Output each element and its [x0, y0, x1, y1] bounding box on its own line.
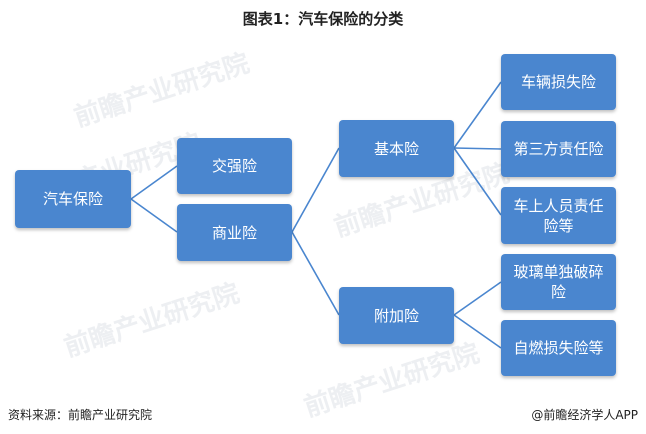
node-label: 商业险 [211, 223, 257, 242]
connector-line [291, 147, 340, 233]
node-label: 附加险 [373, 306, 419, 325]
node-label: 交强险 [211, 157, 257, 175]
connector-line [453, 281, 502, 316]
node-label: 玻璃单独破碎险 [513, 263, 604, 301]
node-label: 第三方责任险 [513, 140, 604, 158]
node-label: 车辆损失险 [520, 73, 596, 91]
node-root: 汽车保险 [15, 170, 131, 228]
node-shangye: 商业险 [177, 204, 292, 261]
connector-line [453, 147, 502, 216]
source-note: 资料来源：前瞻产业研究院 [8, 408, 153, 422]
connector-line [453, 147, 502, 150]
connector-line [453, 314, 502, 349]
brand-credit: @前瞻经济学人APP [531, 408, 638, 422]
node-boli: 玻璃单独破碎险 [501, 254, 616, 310]
node-label: 自燃损失险等 [513, 339, 604, 357]
node-ziran: 自燃损失险等 [501, 320, 616, 376]
node-label: 汽车保险 [42, 190, 103, 208]
connector-line [130, 198, 178, 233]
diagram-title: 图表1：汽车保险的分类 [242, 10, 404, 28]
node-cheliang: 车辆损失险 [501, 54, 616, 110]
connector-line [291, 231, 340, 316]
connector-line [453, 81, 502, 149]
node-fujia: 附加险 [339, 287, 454, 344]
node-cheshang: 车上人员责任险等 [501, 187, 616, 244]
node-label: 车上人员责任险等 [513, 196, 604, 235]
node-disanfang: 第三方责任险 [501, 121, 616, 177]
node-jiaoqiang: 交强险 [177, 138, 292, 194]
node-label: 基本险 [373, 139, 419, 158]
connector-line [130, 165, 178, 200]
node-jiben: 基本险 [339, 120, 454, 177]
